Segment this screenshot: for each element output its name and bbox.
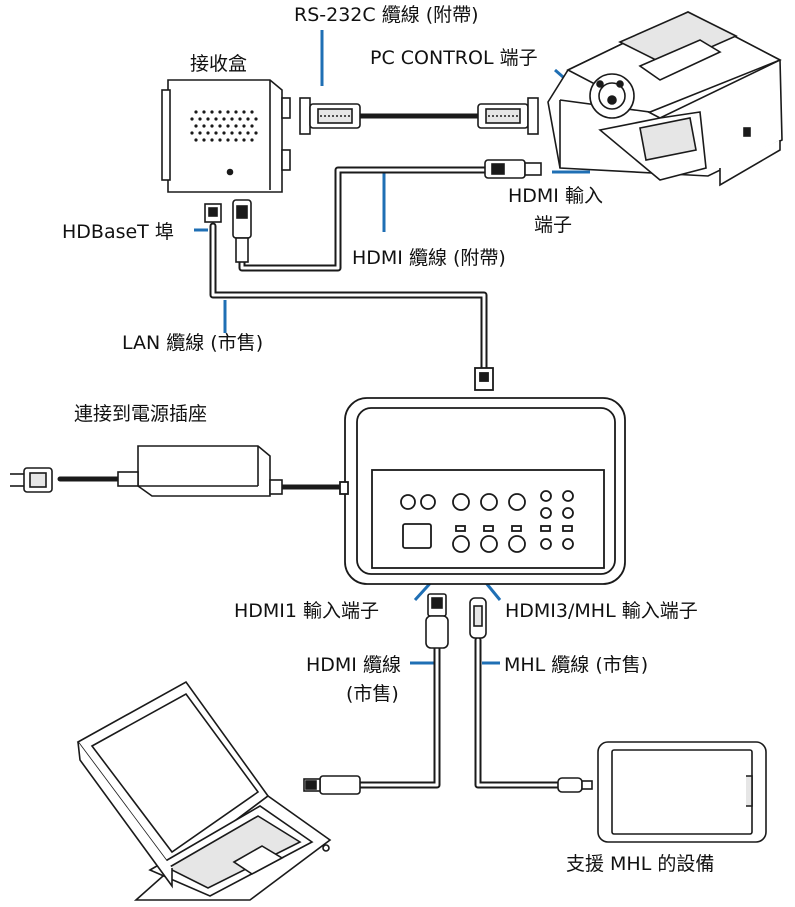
label-mhl-cable: MHL 纜線 (市售) [504,654,648,676]
labels: RS-232C 纜線 (附帶) 接收盒 PC CONTROL 端子 HDMI 輸… [62,4,714,875]
mhl-tablet [557,741,767,843]
label-mhl-device: 支援 MHL 的設備 [566,853,714,875]
label-hdmi3-mhl-input: HDMI3/MHL 輸入端子 [505,600,698,622]
transmitter-box [339,367,626,585]
label-lan-cable: LAN 纜線 (市售) [122,332,263,354]
receiver-box [161,79,291,263]
projector-hdmi-plug-icon [484,159,526,179]
label-rs232c-cable: RS-232C 纜線 (附帶) [294,4,479,26]
label-power-outlet: 連接到電源插座 [74,403,207,425]
projector [484,11,783,187]
mhl-plug-icon [557,777,583,793]
label-pc-control-port: PC CONTROL 端子 [370,47,538,69]
laptop [76,680,361,901]
label-hdbaset-port: HDBaseT 埠 [62,221,174,243]
usb-port-icon [402,523,432,549]
vent-holes [190,110,258,142]
label-hdmi-cable-supplied: HDMI 纜線 (附帶) [352,247,506,269]
label-hdmi1-input: HDMI1 輸入端子 [234,600,379,622]
cables [57,113,564,789]
transmitter-plugs [425,593,487,649]
label-hdmi-cable-commercial-line1: HDMI 纜線 [306,654,401,676]
power-adapter [10,445,283,497]
label-hdmi-input-line2: 端子 [534,214,572,236]
laptop-hdmi-plug-icon [319,775,361,795]
label-hdmi-cable-commercial-line2: (市售) [346,683,399,705]
connector-panel [371,469,605,569]
label-hdmi-input-line1: HDMI 輸入 [508,185,603,207]
label-receiver-box: 接收盒 [190,53,247,75]
rs232c-connectors [299,97,539,135]
